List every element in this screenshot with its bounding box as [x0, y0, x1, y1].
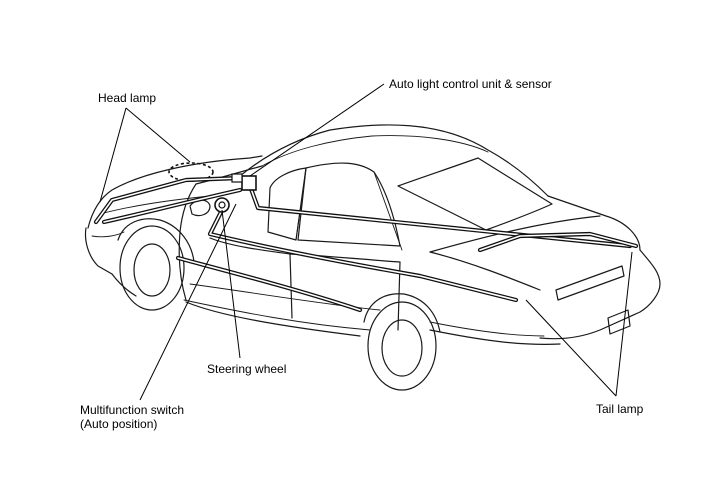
auto-light-control-unit: [241, 175, 257, 191]
auto-light-label: Auto light control unit & sensor: [389, 77, 552, 91]
tail-lamp-label: Tail lamp: [596, 402, 644, 416]
multifunction-switch-label: Multifunction switch: [80, 403, 185, 417]
head-lamp-label: Head lamp: [98, 91, 157, 105]
leader-lines: [99, 83, 633, 401]
multifunction-position-label: (Auto position): [80, 417, 158, 431]
steering-wheel-label: Steering wheel: [207, 362, 287, 376]
car-body-outline: [84, 124, 661, 391]
head-lamp-dashed-outline: [168, 162, 214, 182]
